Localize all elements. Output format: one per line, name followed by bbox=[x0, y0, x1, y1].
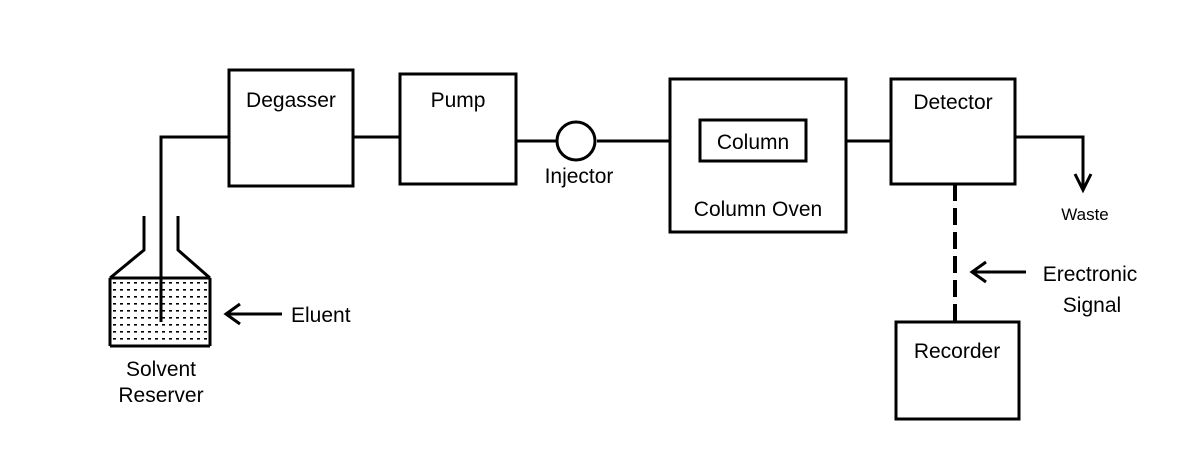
signal-label-line2: Signal bbox=[1063, 294, 1121, 317]
recorder-box: Recorder bbox=[894, 320, 1021, 421]
column-oven-label: Column Oven bbox=[694, 198, 822, 221]
signal-label-line1: Erectronic bbox=[1043, 263, 1138, 286]
waste-label: Waste bbox=[1061, 205, 1109, 224]
pump-box: Pump bbox=[398, 72, 518, 186]
solvent-label-line2: Reserver bbox=[118, 384, 203, 407]
degasser-label: Degasser bbox=[246, 89, 336, 112]
waste-arrowhead bbox=[1073, 173, 1093, 194]
pump-label: Pump bbox=[431, 89, 486, 112]
eluent-label: Eluent bbox=[291, 304, 351, 327]
injector-label: Injector bbox=[545, 165, 614, 188]
column-label: Column bbox=[717, 131, 789, 154]
eluent-arrow bbox=[223, 302, 282, 326]
solvent-label-line1: Solvent bbox=[126, 358, 196, 381]
column-box: Column bbox=[698, 118, 808, 163]
degasser-box: Degasser bbox=[227, 68, 355, 188]
detector-label: Detector bbox=[913, 91, 992, 114]
detector-box: Detector bbox=[889, 77, 1017, 186]
recorder-label: Recorder bbox=[914, 340, 1000, 363]
injector: Injector bbox=[545, 120, 614, 188]
signal-arrow bbox=[969, 260, 1026, 284]
